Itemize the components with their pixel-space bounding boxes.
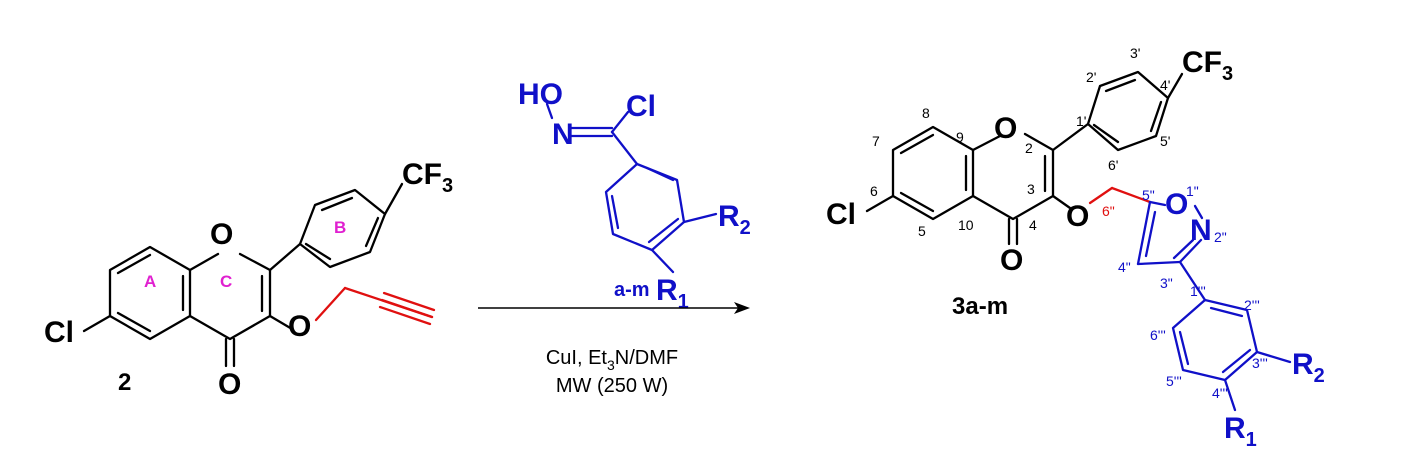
locant-7: 7 bbox=[872, 133, 880, 149]
product-r2: R2 bbox=[1292, 348, 1325, 387]
product-keto-oxygen: O bbox=[1000, 244, 1023, 277]
locant-1-tprime: 1''' bbox=[1190, 283, 1206, 299]
ring-label-b: B bbox=[334, 218, 346, 237]
reagent-r2: R2 bbox=[718, 200, 751, 239]
locant-3: 3 bbox=[1027, 181, 1035, 197]
locant-2-prime: 2' bbox=[1086, 69, 1096, 85]
locant-6-dprime: 6" bbox=[1102, 203, 1115, 219]
locant-5-dprime: 5" bbox=[1142, 187, 1155, 203]
reagent-chlorine: Cl bbox=[626, 90, 656, 123]
locant-2-tprime: 2''' bbox=[1244, 297, 1260, 313]
locant-4-dprime: 4" bbox=[1118, 259, 1131, 275]
locant-1-prime: 1' bbox=[1076, 113, 1086, 129]
product-isoxazole-oxygen: O bbox=[1165, 188, 1188, 221]
locant-5-tprime: 5''' bbox=[1166, 373, 1182, 389]
reactant-ether-oxygen: O bbox=[288, 310, 311, 343]
product-chlorine: Cl bbox=[826, 198, 856, 231]
product-compound-label: 3a-m bbox=[952, 293, 1008, 320]
locant-2-dprime: 2" bbox=[1214, 229, 1227, 245]
locant-6: 6 bbox=[870, 183, 878, 199]
reactant-chlorine: Cl bbox=[44, 316, 74, 349]
locant-3-prime: 3' bbox=[1130, 45, 1140, 61]
locant-4-prime: 4' bbox=[1160, 77, 1170, 93]
reactant-ring-oxygen: O bbox=[210, 218, 233, 251]
reaction-conditions-microwave: MW (250 W) bbox=[556, 375, 668, 397]
reaction-arrow bbox=[478, 302, 750, 314]
reaction-conditions-catalyst: CuI, Et3N/DMF bbox=[546, 347, 678, 373]
locant-4: 4 bbox=[1029, 217, 1037, 233]
locant-5: 5 bbox=[918, 223, 926, 239]
locant-3-dprime: 3" bbox=[1160, 275, 1173, 291]
locant-3-tprime: 3''' bbox=[1252, 355, 1268, 371]
reagent-hydroxyl: HO bbox=[518, 78, 563, 111]
reactant-compound-label: 2 bbox=[118, 369, 131, 396]
locant-9: 9 bbox=[956, 129, 964, 145]
locant-6-tprime: 6''' bbox=[1150, 327, 1166, 343]
locant-4-tprime: 4''' bbox=[1212, 385, 1228, 401]
locant-5-prime: 5' bbox=[1160, 133, 1170, 149]
reagent-r1: R1 bbox=[656, 274, 689, 313]
reagent-nitrogen: N bbox=[552, 118, 574, 151]
locant-1-dprime: 1" bbox=[1186, 183, 1199, 199]
reactant-2: O O O Cl CF3 A C B 2 bbox=[44, 158, 453, 401]
locant-6-prime: 6' bbox=[1108, 157, 1118, 173]
locant-10: 10 bbox=[958, 217, 974, 233]
product-isoxazole-nitrogen: N bbox=[1190, 214, 1212, 247]
product-r1: R1 bbox=[1224, 412, 1257, 451]
product-cf3: CF3 bbox=[1182, 46, 1233, 85]
locant-2: 2 bbox=[1025, 140, 1033, 156]
reagent-compound-label: a-m bbox=[614, 279, 650, 301]
product-3a-m: O O O Cl CF3 O N R2 R1 3a-m 2 3 4 5 6 7 … bbox=[826, 45, 1325, 451]
product-ring-oxygen: O bbox=[994, 112, 1017, 145]
product-ether-oxygen: O bbox=[1066, 200, 1089, 233]
reactant-cf3: CF3 bbox=[402, 158, 453, 197]
ring-label-c: C bbox=[220, 272, 232, 291]
locant-8: 8 bbox=[922, 105, 930, 121]
ring-label-a: A bbox=[144, 272, 156, 291]
reagent-hydroximoyl-chloride: HO N Cl R2 R1 a-m bbox=[518, 78, 751, 313]
reactant-keto-oxygen: O bbox=[218, 368, 241, 401]
